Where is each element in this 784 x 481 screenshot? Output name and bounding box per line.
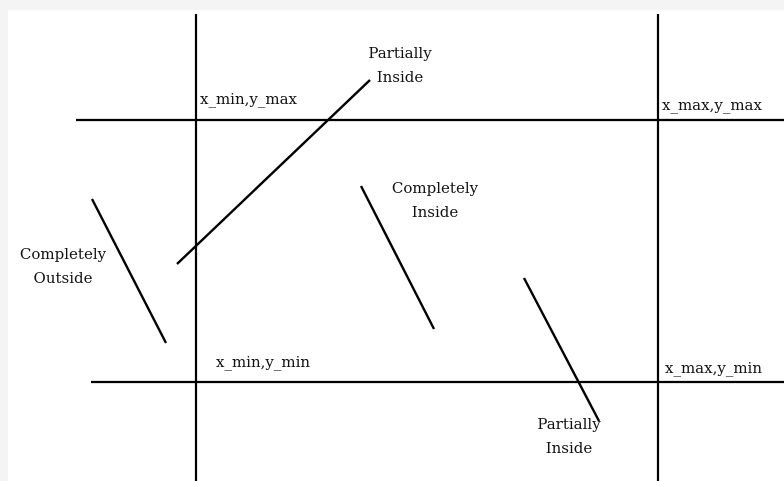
label-partially-inside-bottom-line1: Partially <box>537 415 601 433</box>
label-partially-inside-bottom: Partially Inside <box>537 412 600 460</box>
label-completely-outside-line1: Completely <box>19 245 107 263</box>
corner-label-bottom-left: x_min,y_min <box>216 353 311 371</box>
label-completely-outside-line2: Outside <box>33 269 93 287</box>
segment-completely-outside <box>90 198 168 344</box>
label-completely-inside: Completely Inside <box>392 176 478 224</box>
segment-partially-inside-bottom <box>522 277 601 422</box>
corner-label-bottom-right: x_max,y_min <box>665 359 763 377</box>
label-partially-inside-top-line2: Inside <box>376 68 424 86</box>
label-partially-inside-bottom-line2: Inside <box>545 439 593 457</box>
segment-completely-inside <box>359 185 436 330</box>
label-completely-outside: Completely Outside <box>20 242 106 290</box>
corner-label-top-right: x_max,y_max <box>662 96 762 114</box>
diagram-canvas <box>8 10 784 481</box>
corner-label-top-left: x_min,y_max <box>200 90 298 108</box>
label-completely-inside-line1: Completely <box>391 179 479 197</box>
label-completely-inside-line2: Inside <box>411 203 459 221</box>
label-partially-inside-top: Partially Inside <box>368 41 431 89</box>
segment-partially-inside-top <box>176 79 371 265</box>
label-partially-inside-top-line1: Partially <box>368 44 432 62</box>
